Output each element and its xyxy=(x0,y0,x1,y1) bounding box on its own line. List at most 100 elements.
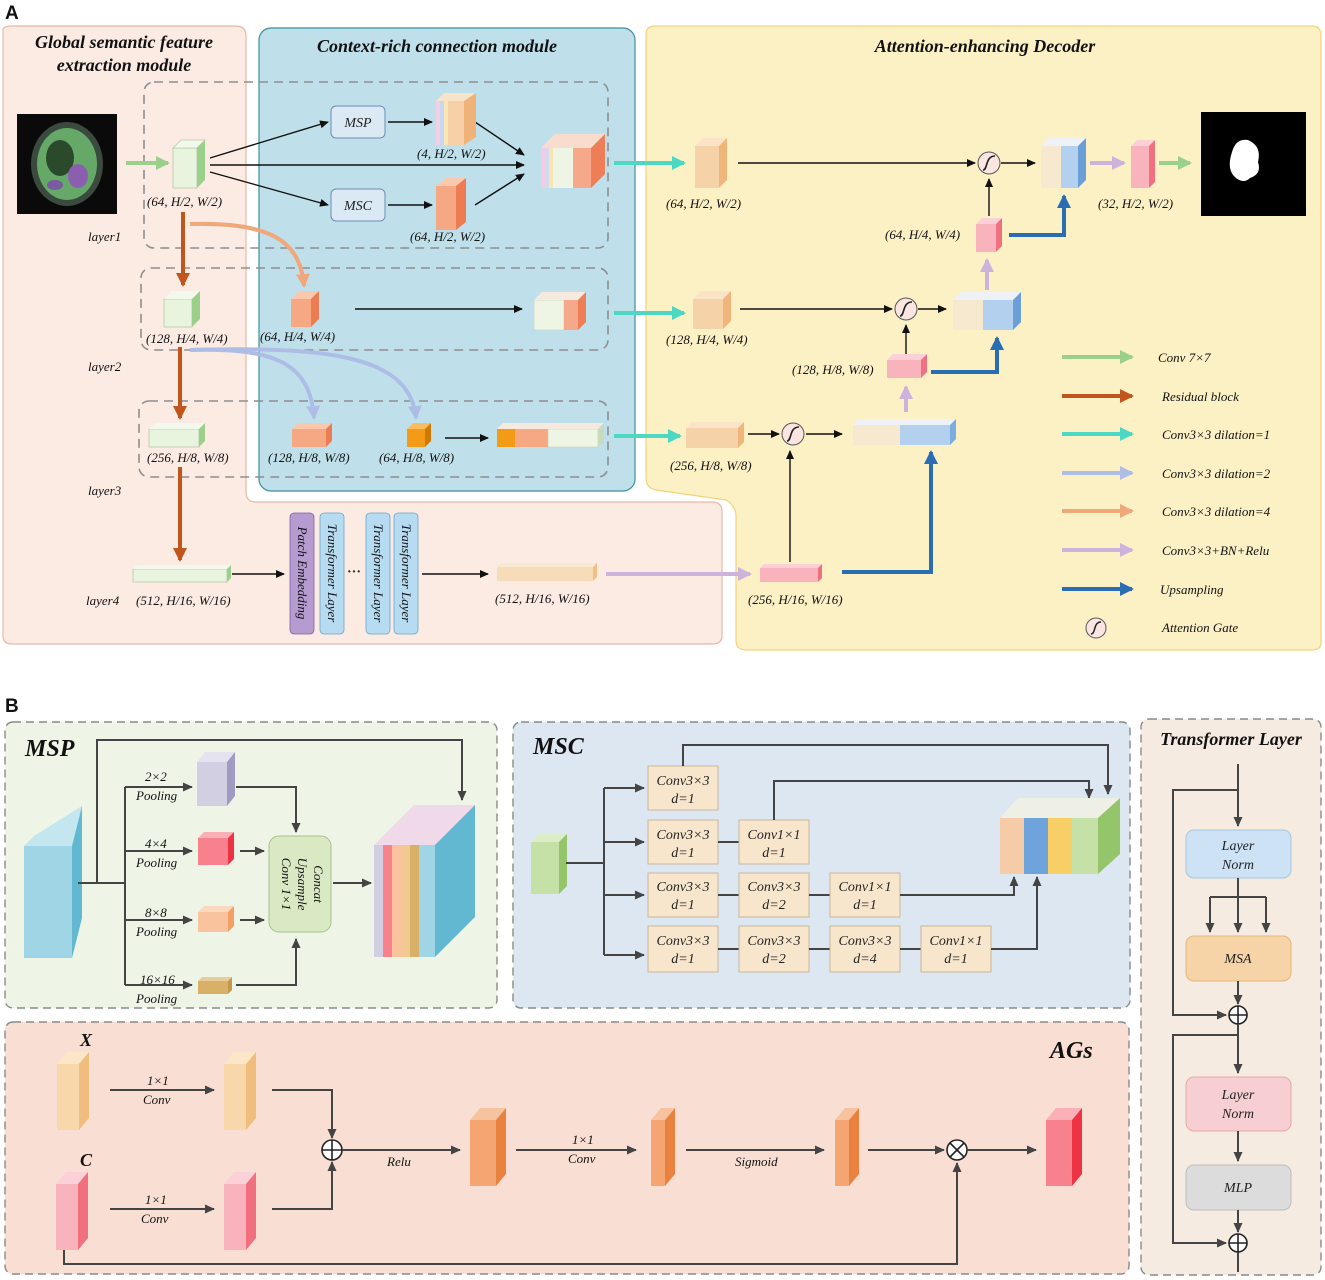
attention-gate-1 xyxy=(977,151,1001,175)
legend-label-bnrelu: Conv3×3+BN+Relu xyxy=(1162,543,1270,558)
dim-layer3-ctx1: (128, H/8, W/8) xyxy=(268,450,350,465)
legend-label-dilation4: Conv3×3 dilation=4 xyxy=(1162,504,1271,519)
msp-concat-box xyxy=(268,835,332,933)
context-module-title: Context-rich connection module xyxy=(317,36,557,56)
msc-b3-conv33-b-label: Conv3×3 xyxy=(748,880,801,895)
ags-detail-title: AGs xyxy=(1048,1038,1093,1064)
msp-pooling-label-3: Pooling xyxy=(135,924,178,939)
transformer-layer-label-1: Transformer Layer xyxy=(325,524,340,624)
attention-gate-2 xyxy=(894,297,918,321)
msp-pool-cube-3 xyxy=(198,906,234,932)
msp-box xyxy=(330,105,386,139)
msp-pooling-label-1: Pooling xyxy=(135,788,178,803)
decoder-concat-2 xyxy=(953,292,1021,330)
transformer-ellipsis: ··· xyxy=(347,565,361,580)
tf-sum-icon-1 xyxy=(1228,1005,1248,1025)
decoder-cube-3 xyxy=(686,422,744,448)
msc-out-arrow-1 xyxy=(682,744,1113,795)
decoder-cube-1 xyxy=(695,138,727,188)
msc-out-arrow-2 xyxy=(773,780,1094,820)
layer3-concat-block xyxy=(497,423,604,448)
msc-b1-conv33-label: Conv3×3 xyxy=(657,774,710,789)
upsample-cube-2 xyxy=(976,218,1002,252)
dim-transformer-out: (512, H/16, W/16) xyxy=(495,591,590,606)
msc-out-arrow-3 xyxy=(900,876,1019,896)
tf-layernorm-2-line2: Norm xyxy=(1221,1107,1254,1122)
ags-relu-cube xyxy=(470,1108,506,1186)
dim-layer3: (256, H/8, W/8) xyxy=(147,450,229,465)
ags-sum-icon xyxy=(321,1139,343,1161)
msp-pool-to-concat-1 xyxy=(236,786,301,833)
ags-x-cube xyxy=(57,1052,89,1130)
msp-pool-cube-2 xyxy=(198,832,234,865)
dim-decoder-2: (128, H/4, W/4) xyxy=(666,332,748,347)
msp-output-stack xyxy=(436,93,476,145)
transformer-layer-box-1 xyxy=(319,512,345,635)
msc-b4-conv33-a-d: d=1 xyxy=(671,952,694,967)
patch-embedding-box xyxy=(289,512,315,635)
msc-input-cube xyxy=(531,834,567,894)
msp-pool-size-4: 16×16 xyxy=(140,972,175,987)
layer2-concat-block xyxy=(533,292,586,331)
arrow-msc-concat xyxy=(474,173,525,206)
layer2-feature-cube xyxy=(163,291,200,328)
msp-pool-cube-4 xyxy=(198,977,232,994)
decoder-concat-3 xyxy=(853,419,956,445)
decoder-concat-1 xyxy=(1041,138,1086,188)
tf-sum-icon-2 xyxy=(1228,1233,1248,1253)
msc-b1-conv33-d: d=1 xyxy=(671,792,694,807)
msp-conv1x1-label: Conv 1×1 xyxy=(279,858,294,910)
msc-b3-conv11-label: Conv1×1 xyxy=(839,880,892,895)
tf-residual-1 xyxy=(1172,789,1238,1020)
msc-box xyxy=(330,188,386,222)
layer3-feature-cube xyxy=(148,423,205,448)
msc-b2-conv11-d: d=1 xyxy=(762,846,785,861)
dilation2-arrow-2 xyxy=(189,347,422,420)
dim-layer2-ctx: (64, H/4, W/4) xyxy=(260,329,335,344)
msp-pool-cube-1 xyxy=(197,752,235,806)
msc-output-cube xyxy=(436,178,466,230)
ags-x-to-sum xyxy=(272,1089,337,1139)
msc-b3-conv33-a-d: d=1 xyxy=(671,898,694,913)
msp-concat-label: Concat xyxy=(311,865,326,903)
transformer-layer-label-3: Transformer Layer xyxy=(399,524,414,624)
tf-mlp-label: MLP xyxy=(1223,1181,1252,1196)
msp-output-stack-detail xyxy=(374,805,475,957)
global-module-title-2: extraction module xyxy=(57,55,192,75)
ags-x-1x1: 1×1 xyxy=(147,1073,169,1088)
ags-sigmoid-cube xyxy=(835,1108,859,1186)
msp-pool-size-1: 2×2 xyxy=(145,769,167,784)
ags-c-skip-arrow xyxy=(63,1162,962,1265)
layer4-feature-cube xyxy=(132,565,231,583)
layer3-context-cube-2 xyxy=(407,423,431,447)
ags-c-label: C xyxy=(80,1150,93,1170)
layer1-dashed-group xyxy=(143,81,609,249)
msc-b4-conv33-b-label: Conv3×3 xyxy=(748,934,801,949)
msc-out-arrow-4 xyxy=(991,876,1042,950)
msp-pool-size-3: 8×8 xyxy=(145,905,167,920)
layer1-feature-cube xyxy=(172,139,206,189)
upsampling-arrow-2 xyxy=(931,336,1004,374)
tf-layernorm-1-line2: Norm xyxy=(1221,858,1254,873)
dim-msp-out: (4, H/2, W/2) xyxy=(417,146,486,161)
legend-label-residual: Residual block xyxy=(1161,389,1239,404)
dim-upsample-3: (128, H/8, W/8) xyxy=(792,362,874,377)
layer1-label: layer1 xyxy=(88,229,121,244)
msp-skip-arrow xyxy=(96,739,467,883)
msc-b4-conv33-b-d: d=2 xyxy=(762,952,785,967)
msc-output-stack xyxy=(1000,798,1120,874)
ags-x-label: X xyxy=(79,1030,93,1050)
dim-decoder-1: (64, H/2, W/2) xyxy=(666,196,741,211)
ags-mid-1x1: 1×1 xyxy=(572,1132,594,1147)
upsampling-arrow-1 xyxy=(842,450,938,574)
ags-c-conv-cube xyxy=(224,1172,256,1250)
ags-output-cube xyxy=(1046,1108,1082,1186)
msc-b4-conv33-c xyxy=(829,925,901,973)
msc-b2-conv11 xyxy=(738,819,810,865)
ags-mid-conv: Conv xyxy=(568,1151,596,1166)
global-module-title-1: Global semantic feature xyxy=(35,32,213,52)
msc-b3-conv33-a xyxy=(647,872,719,918)
dim-layer1: (64, H/2, W/2) xyxy=(147,194,222,209)
msc-b4-conv33-a-label: Conv3×3 xyxy=(657,934,710,949)
